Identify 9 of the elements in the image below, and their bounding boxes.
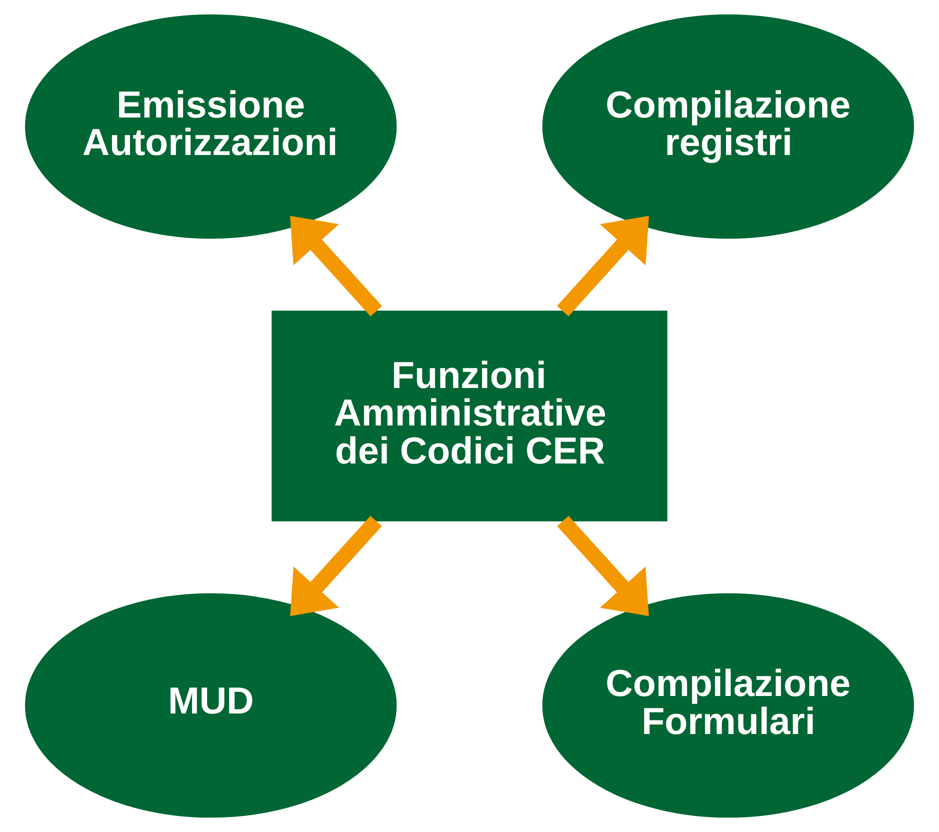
node-ellipse: Compilazione registri: [542, 14, 914, 239]
node-ellipse: Emissione Autorizzazioni: [25, 14, 397, 239]
arrow: [290, 516, 382, 616]
arrow: [290, 216, 382, 316]
node-box: Funzioni Amministrative dei Codici CER: [272, 310, 668, 522]
node-ellipse: MUD: [25, 593, 397, 818]
arrow: [557, 216, 649, 316]
arrow: [557, 516, 649, 616]
node-ellipse: Compilazione Formulari: [542, 593, 914, 818]
